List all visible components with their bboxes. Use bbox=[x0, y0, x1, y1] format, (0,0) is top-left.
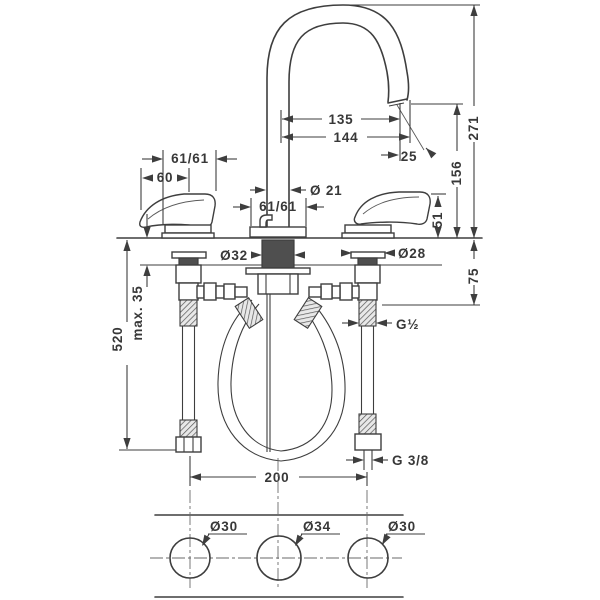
dim-hole-spacing: 200 bbox=[190, 470, 367, 485]
extension-lines bbox=[119, 4, 480, 486]
dim-total-height: 271 bbox=[466, 5, 481, 238]
dim-label-6161-left: 61/61 bbox=[171, 151, 209, 166]
hose-loop bbox=[217, 296, 346, 462]
mixer-body bbox=[261, 239, 295, 269]
dim-label-hole-center: Ø34 bbox=[303, 519, 331, 534]
dim-label-200: 200 bbox=[265, 470, 290, 485]
dim-hose-length: 520 bbox=[110, 240, 131, 449]
dim-spout-diameter: Ø 21 bbox=[250, 183, 342, 198]
left-handle-lever bbox=[139, 193, 216, 228]
dim-label-d32: Ø32 bbox=[220, 248, 248, 263]
hose-nut-right bbox=[354, 433, 382, 451]
dim-deck-thickness: max. 35 bbox=[130, 214, 151, 341]
hose-run-right bbox=[308, 282, 360, 301]
spout bbox=[266, 4, 425, 228]
dim-label-max35: max. 35 bbox=[130, 285, 145, 340]
dim-label-g38: G 3/8 bbox=[392, 453, 429, 468]
spout-outlet-face bbox=[387, 98, 408, 104]
dim-label-60: 60 bbox=[157, 170, 174, 185]
right-handle-unit bbox=[341, 191, 431, 301]
pull-rod-knob bbox=[259, 214, 273, 228]
dim-label-135: 135 bbox=[329, 112, 354, 127]
left-washer bbox=[171, 251, 207, 259]
dim-label-51: 51 bbox=[430, 212, 445, 229]
leader-hole-left: Ø30 bbox=[202, 519, 247, 546]
dim-label-75: 75 bbox=[466, 268, 481, 285]
right-valve-body bbox=[354, 264, 381, 284]
hole-circle-left bbox=[169, 537, 211, 579]
dim-left-plate: 61/61 bbox=[142, 151, 237, 166]
leader-hole-right: Ø30 bbox=[382, 519, 425, 545]
hole-circle-center bbox=[256, 535, 302, 581]
dim-thread-supply: G 3/8 bbox=[346, 453, 429, 468]
dim-thread-hose: G½ bbox=[342, 317, 419, 332]
dim-escutcheon-diameter: Ø28 bbox=[341, 246, 426, 261]
plan-view: Ø30 Ø34 Ø30 bbox=[150, 458, 425, 598]
right-escutcheon bbox=[344, 224, 392, 234]
dim-label-25: 25 bbox=[401, 149, 418, 164]
right-valve-tee bbox=[357, 282, 378, 301]
left-escutcheon bbox=[164, 224, 212, 234]
left-valve-tee bbox=[178, 282, 199, 301]
manifold bbox=[257, 273, 299, 295]
dim-label-hole-right: Ø30 bbox=[388, 519, 416, 534]
dim-label-271: 271 bbox=[466, 116, 481, 141]
dim-spout-reach-outer: 144 bbox=[282, 130, 410, 145]
supply-hose-right bbox=[354, 299, 382, 470]
right-washer bbox=[350, 251, 386, 259]
dim-label-d21: Ø 21 bbox=[310, 183, 342, 198]
hose-run-left bbox=[196, 282, 248, 301]
dim-underdeck-depth: 75 bbox=[466, 240, 481, 305]
hole-circle-right bbox=[347, 537, 389, 579]
right-handle-lever bbox=[353, 191, 431, 225]
leader-hole-center: Ø34 bbox=[295, 519, 340, 546]
dim-label-d28: Ø28 bbox=[398, 246, 426, 261]
dim-body-diameter: Ø32 bbox=[220, 248, 305, 263]
dim-handle-length: 60 bbox=[142, 170, 188, 185]
dim-label-6161-center: 61/61 bbox=[259, 199, 297, 214]
left-valve-body bbox=[175, 264, 202, 284]
supply-hose-left bbox=[175, 299, 202, 453]
dim-spray-angle: 25 bbox=[381, 147, 437, 164]
dim-label-hole-left: Ø30 bbox=[210, 519, 238, 534]
dim-label-g12: G½ bbox=[396, 317, 419, 332]
dim-label-520: 520 bbox=[110, 327, 125, 352]
dim-handle-height: 51 bbox=[430, 196, 445, 238]
dim-center-plate: 61/61 bbox=[233, 199, 324, 214]
dim-spout-reach-inner: 135 bbox=[282, 112, 400, 127]
dim-label-156: 156 bbox=[449, 161, 464, 186]
center-base bbox=[245, 214, 311, 452]
dim-spout-height: 156 bbox=[449, 104, 464, 238]
hose-nut-left bbox=[175, 436, 202, 453]
dim-label-144: 144 bbox=[334, 130, 359, 145]
